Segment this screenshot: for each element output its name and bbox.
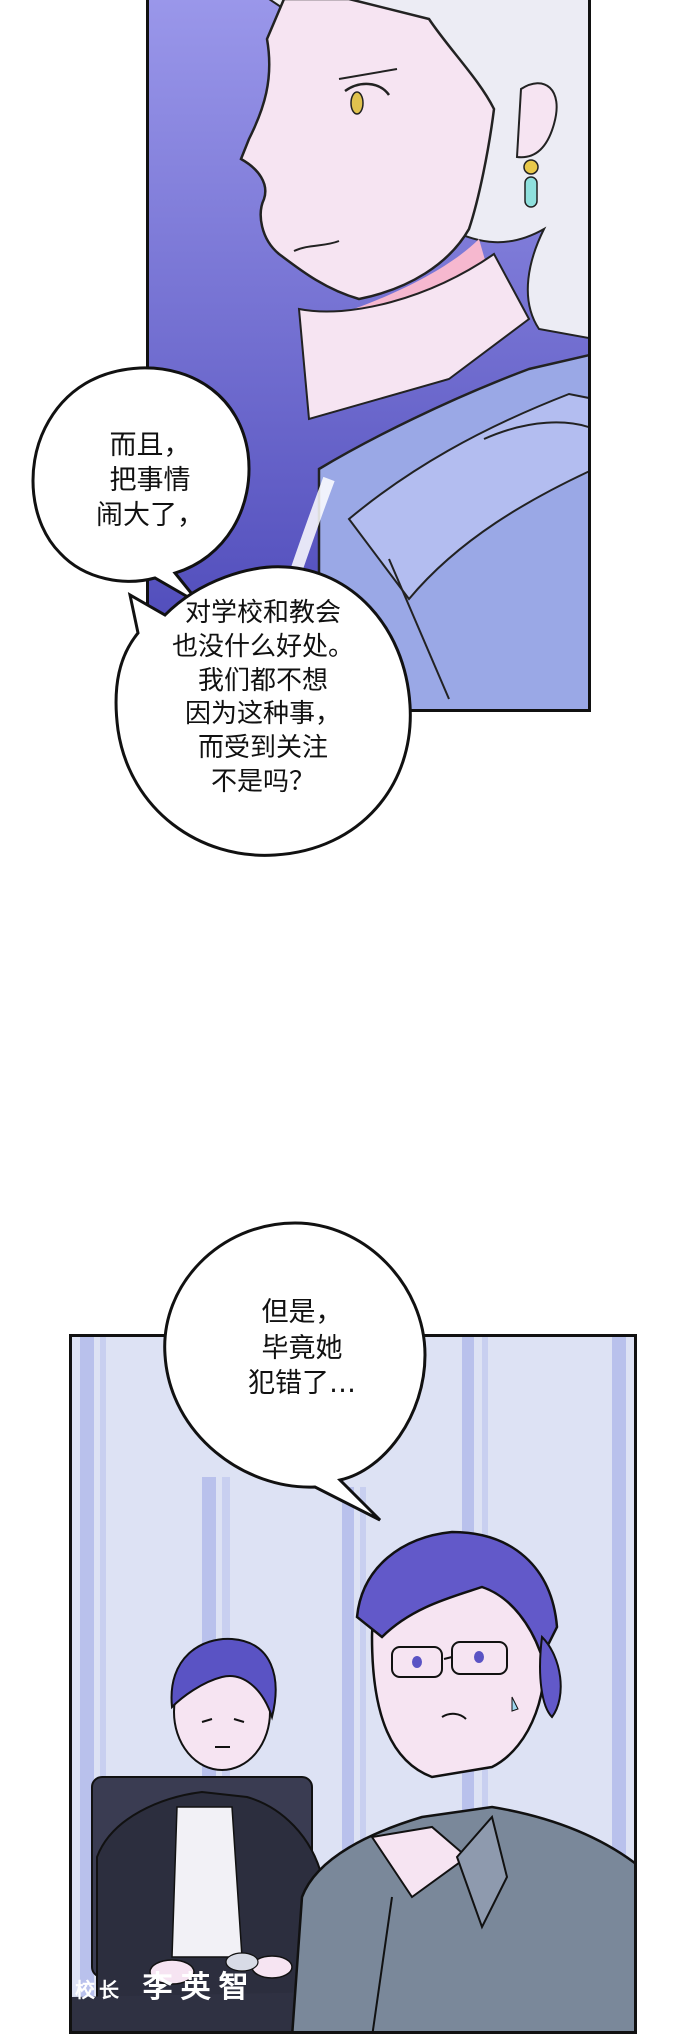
- coat-seam: [388, 558, 450, 700]
- bubble-line: 我们都不想: [197, 665, 328, 696]
- principal-shirt: [171, 1806, 243, 1958]
- window-frame: [100, 1337, 106, 2031]
- bubble-line: 而受到关注: [197, 733, 328, 764]
- bubble-line: 但是，: [261, 1297, 343, 1328]
- speech-bubble-2: [114, 565, 412, 857]
- teacher-collar: [455, 1814, 509, 1930]
- principal-eyes: [201, 1718, 245, 1723]
- bubble-line: 因为这种事，: [184, 699, 341, 730]
- bubble-line: 闹大了，: [96, 500, 204, 532]
- bubble-line: 把事情: [109, 465, 191, 497]
- bubble-line: 而且，: [109, 430, 191, 461]
- blind: [360, 1487, 366, 2031]
- bubble-line: 对学校和教会: [184, 598, 341, 628]
- eye: [350, 91, 364, 115]
- bubble-line: 不是吗？: [210, 766, 315, 797]
- face: [239, 0, 496, 301]
- nameplate: 校长 李英智: [75, 1962, 257, 2006]
- principal-hand: [149, 1959, 195, 1985]
- speech-bubble-1: [31, 366, 251, 606]
- bubble-line: 犯错了…: [248, 1368, 356, 1400]
- teacher-ponytail: [539, 1634, 562, 1719]
- bubble-line: 毕竟她: [261, 1332, 343, 1364]
- neck: [297, 252, 531, 421]
- nameplate-name: 李英智: [142, 1970, 257, 2005]
- bubble-line: 也没什么好处。: [171, 631, 354, 662]
- window-frame: [80, 1337, 94, 2031]
- teacher-hair: [355, 1530, 559, 1661]
- principal-hand: [251, 1955, 293, 1979]
- desk-object: [225, 1952, 259, 1972]
- brow: [338, 68, 398, 80]
- speech-bubble-2-text: 对学校和教会 也没什么好处。 我们都不想 因为这种事， 而受到关注 不是吗？: [148, 597, 378, 800]
- speech-bubble-3: [163, 1221, 427, 1522]
- teacher-mouth: [441, 1712, 467, 1720]
- earring-drop-icon: [524, 176, 538, 208]
- panel-woman-earring: [146, 0, 591, 712]
- speech-bubble-1-text: 而且， 把事情 闹大了，: [58, 428, 242, 533]
- mouth: [293, 240, 340, 252]
- teacher-shirt: [291, 1805, 634, 2031]
- eye-lid: [344, 82, 391, 96]
- earring-stud-icon: [523, 159, 539, 175]
- collar: [347, 392, 588, 601]
- principal-hair: [170, 1637, 277, 1721]
- sweat-drop-icon: [511, 1696, 519, 1712]
- nameplate-title: 校长: [75, 1978, 123, 2002]
- coat-line: [483, 421, 588, 440]
- woman-illustration: [149, 0, 588, 709]
- glasses-icon: [391, 1646, 443, 1678]
- speech-bubble-3-text: 但是， 毕竟她 犯错了…: [222, 1295, 382, 1402]
- ear: [515, 82, 558, 159]
